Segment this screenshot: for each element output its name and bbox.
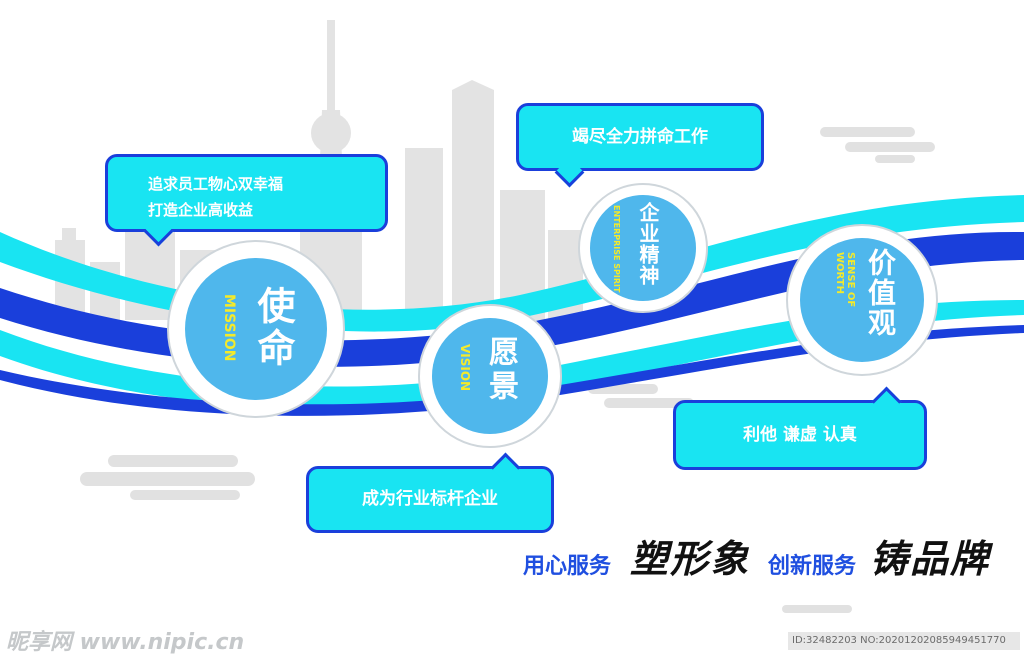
vision-cn-label: 愿景 bbox=[483, 336, 518, 404]
vision-circle bbox=[432, 318, 548, 434]
mission-bubble: 追求员工物心双幸福 打造企业高收益 bbox=[105, 154, 388, 247]
spirit-en-label: ENTERPRISE SPIRIT bbox=[612, 205, 621, 293]
slogan-part2: 创新服务 bbox=[768, 554, 857, 579]
spirit-text: 竭尽全力拼命工作 bbox=[572, 127, 708, 147]
worth-cn-label: 价值观 bbox=[864, 248, 897, 338]
mission-text-line2: 打造企业高收益 bbox=[148, 201, 254, 219]
worth-bubble: 利他 谦虚 认真 bbox=[673, 386, 927, 470]
spirit-cn-label: 企业精神 bbox=[636, 202, 660, 286]
watermark-id: ID:32482203 NO:20201202085949451770 bbox=[788, 632, 1020, 650]
vision-en-label: VISION bbox=[458, 344, 472, 392]
mission-cn-label: 使命 bbox=[251, 286, 295, 370]
slogan-part1-calligraphy: 塑形象 bbox=[630, 536, 751, 581]
vision-bubble: 成为行业标杆企业 bbox=[306, 452, 554, 533]
slogan-part1: 用心服务 bbox=[523, 554, 612, 579]
mission-circle bbox=[185, 258, 327, 400]
worth-circle bbox=[800, 238, 924, 362]
wave-cyan-bottom bbox=[0, 300, 1024, 409]
mission-en-label: MISSION bbox=[221, 294, 237, 362]
spirit-bubble: 竭尽全力拼命工作 bbox=[516, 103, 764, 188]
worth-text: 利他 谦虚 认真 bbox=[743, 425, 857, 445]
wave-cyan-top bbox=[0, 195, 1024, 332]
watermark-logo: 昵享网 www.nipic.cn bbox=[6, 630, 245, 655]
worth-en-label: SENSE OF WORTH bbox=[834, 252, 856, 308]
clouds bbox=[80, 127, 935, 613]
vision-text: 成为行业标杆企业 bbox=[362, 489, 498, 509]
spirit-circle bbox=[590, 195, 696, 301]
slogan-part2-calligraphy: 铸品牌 bbox=[870, 536, 991, 581]
mission-text-line1: 追求员工物心双幸福 bbox=[148, 175, 284, 193]
